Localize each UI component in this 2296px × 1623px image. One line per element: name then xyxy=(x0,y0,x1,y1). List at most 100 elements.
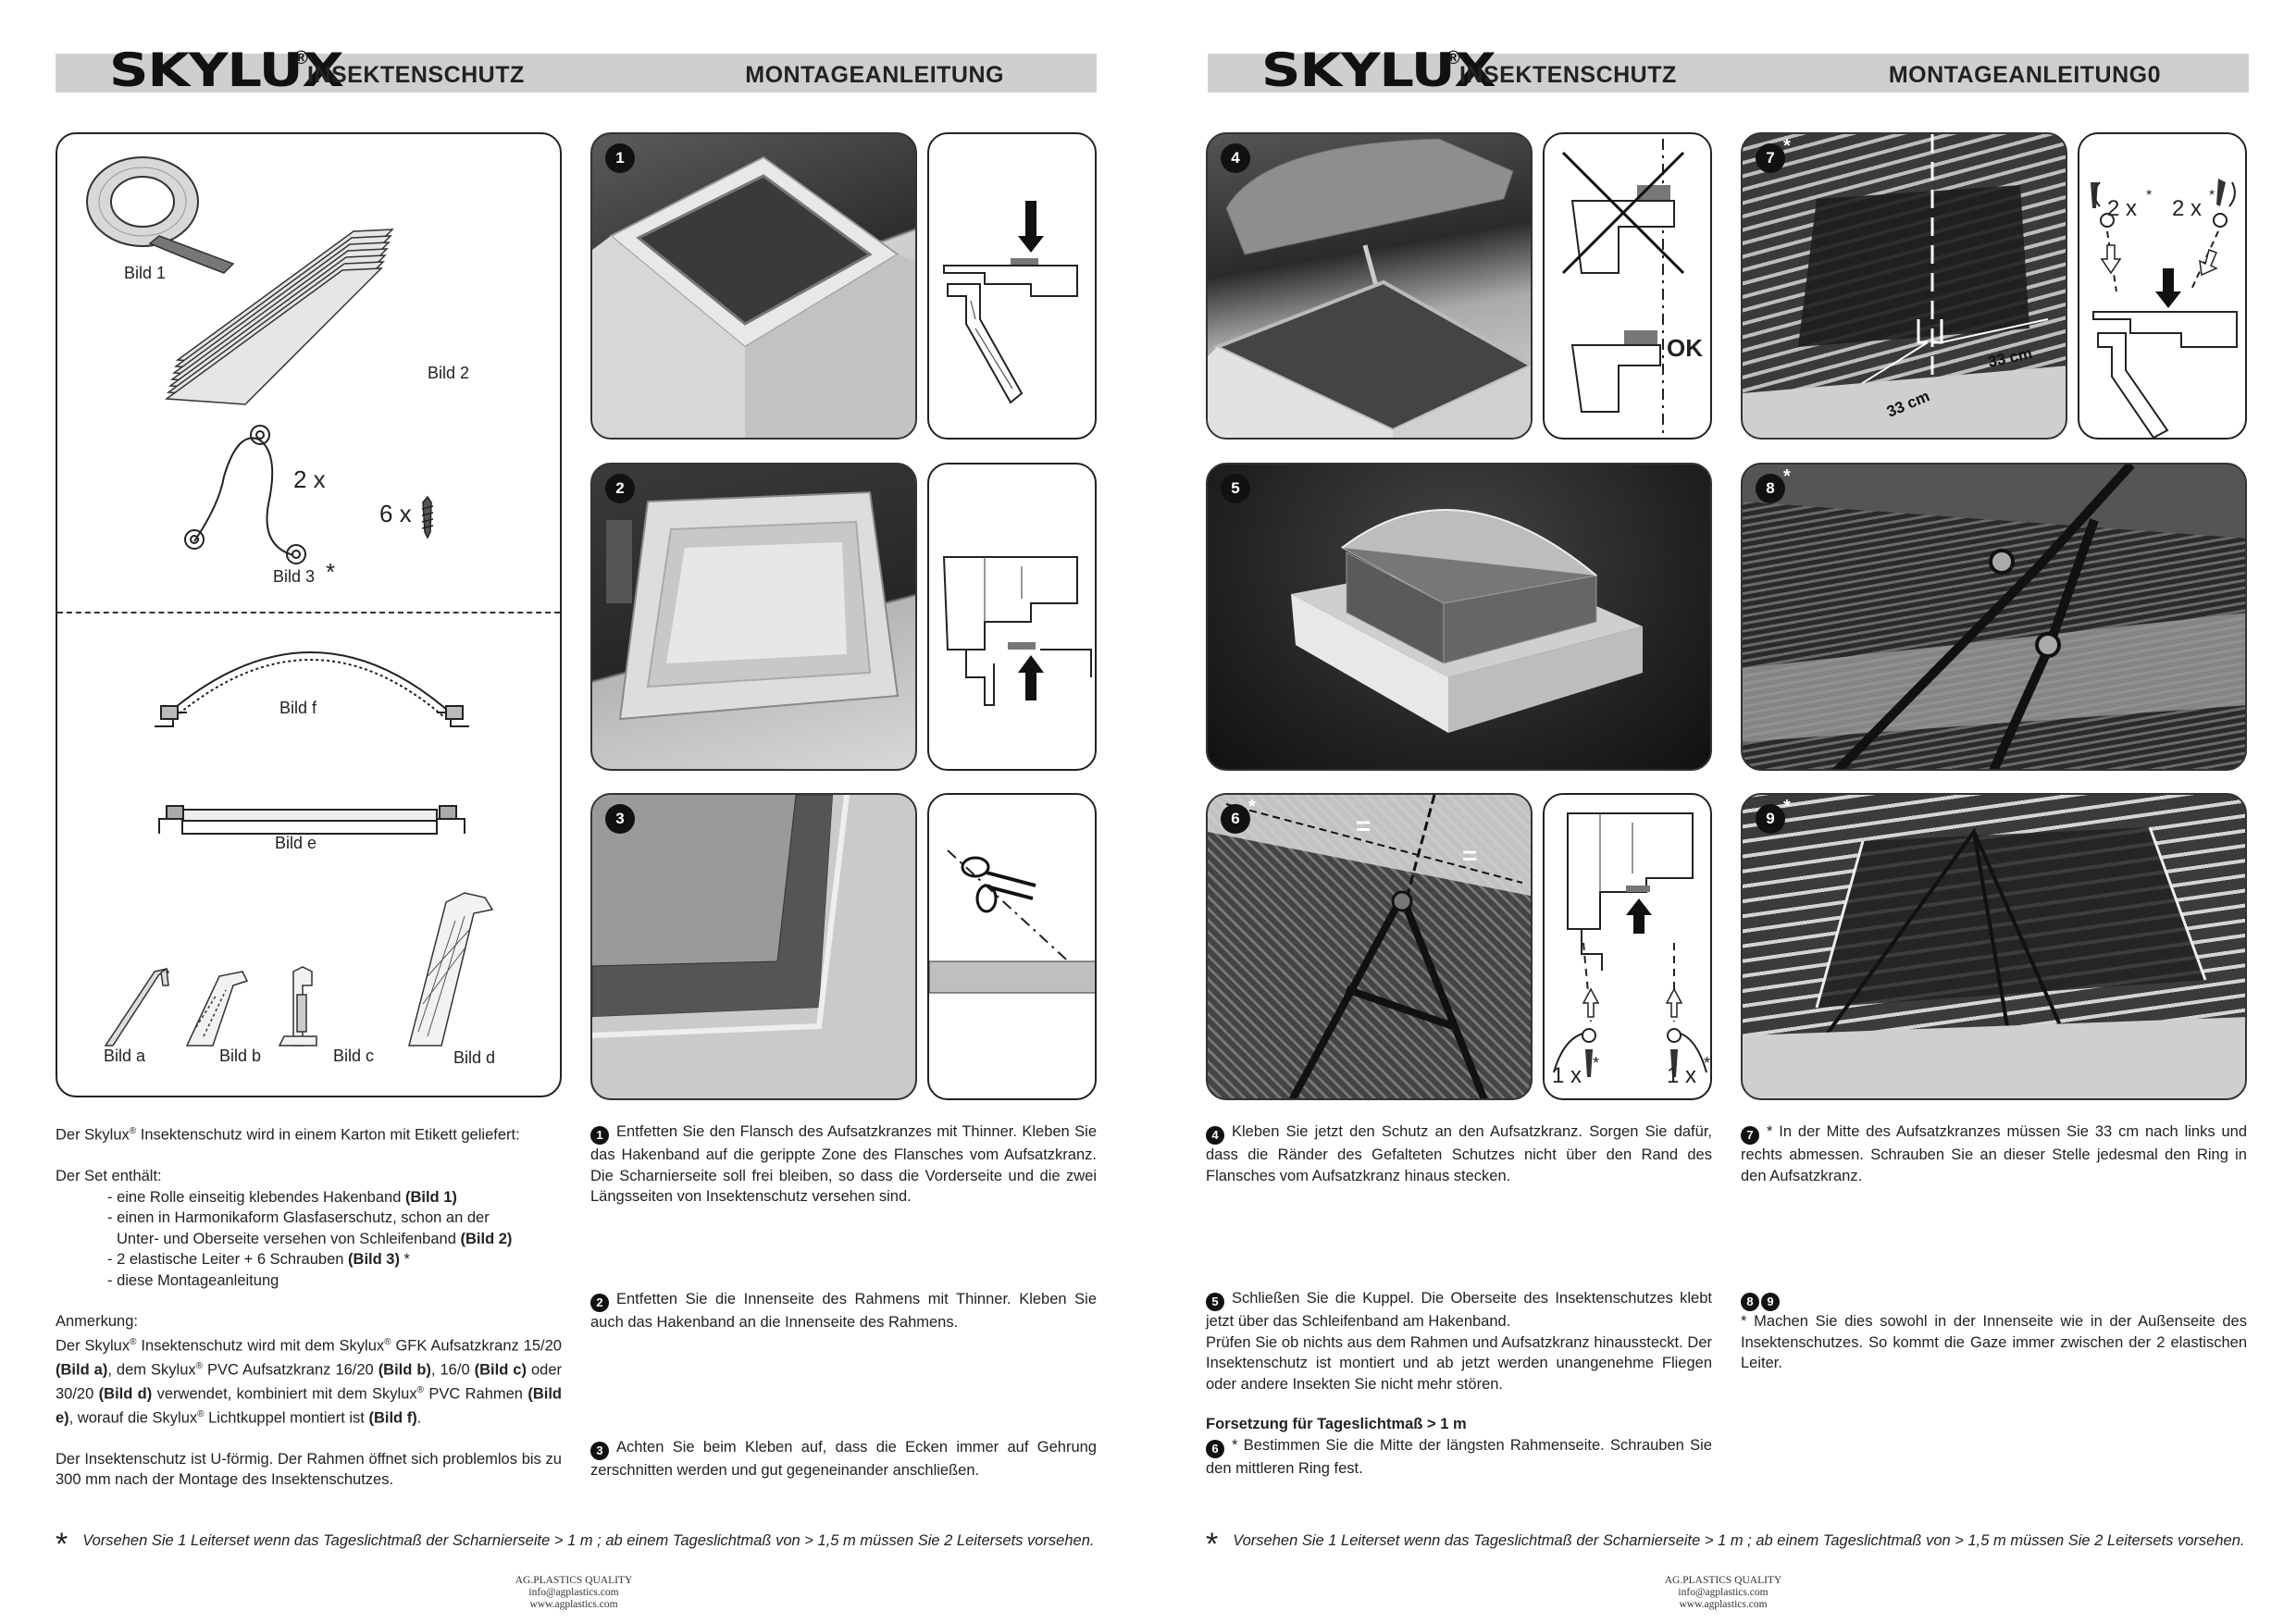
u-shape-text: Der Insektenschutz ist U-förmig. Der Rah… xyxy=(56,1450,562,1489)
intro-item4: - diese Montageanleitung xyxy=(107,1271,279,1289)
label-bildd: Bild d xyxy=(453,1048,496,1067)
header-title: MONTAGEANLEITUNG xyxy=(745,62,1004,88)
scissors-icon xyxy=(961,856,1036,913)
step4-bullet: 4 xyxy=(1206,1126,1224,1145)
intro-item3-ref: (Bild 3) xyxy=(348,1251,400,1268)
intro-line1-b: Insektenschutz wird in einem Karton mit … xyxy=(136,1126,520,1144)
label-bilda: Bild a xyxy=(104,1047,146,1065)
diagram-step6: 1 x * 1 x * xyxy=(1543,793,1712,1100)
parts-illustration xyxy=(86,156,494,1047)
step6-star: * xyxy=(1248,797,1256,817)
step-badge-2: 2 xyxy=(605,474,635,503)
instruction-5b: Prüfen Sie ob nichts aus dem Rahmen und … xyxy=(1206,1333,1712,1393)
label-bild3-star: * xyxy=(326,558,336,586)
step8-star: * xyxy=(1783,466,1791,487)
note-title: Anmerkung: xyxy=(56,1313,138,1330)
diagram-step3 xyxy=(927,793,1097,1100)
step-badge-4: 4 xyxy=(1221,143,1250,173)
photo-step2: 2 xyxy=(590,463,917,771)
label-bild1: Bild 1 xyxy=(124,264,167,282)
step6-bullet: 6 xyxy=(1206,1439,1224,1458)
label-bildf: Bild f xyxy=(279,699,317,717)
step-badge-1: 1 xyxy=(605,143,635,173)
step8-bullet: 8 xyxy=(1741,1293,1759,1311)
step7-bullet: 7 xyxy=(1741,1126,1759,1145)
step9-bullet: 9 xyxy=(1761,1293,1780,1311)
brand-reg-mark-right: ® xyxy=(1446,48,1460,68)
brand-reg-mark: ® xyxy=(294,48,308,68)
intro-item1: - eine Rolle einseitig klebendes Hakenba… xyxy=(107,1188,405,1206)
step-badge-9: 9 xyxy=(1756,804,1785,834)
photo-step9: 9 * xyxy=(1741,793,2247,1100)
dome-profile-icon xyxy=(155,651,469,727)
instruction-6: Forsetzung für Tageslichtmaß > 1 m 6* Be… xyxy=(1206,1416,1712,1477)
profile-d-icon xyxy=(408,892,494,1047)
header-title-right: MONTAGEANLEITUNG0 xyxy=(1888,62,2161,88)
intro-item2b: Unter- und Oberseite versehen von Schlei… xyxy=(117,1230,461,1247)
label-qty-ladder: 2 x xyxy=(293,465,326,493)
header-bar-left: SKYLUX ® INSEKTENSCHUTZ MONTAGEANLEITUNG xyxy=(56,44,1097,96)
note-text: Der Skylux® Insektenschutz wird mit dem … xyxy=(56,1336,563,1427)
parts-box: Bild 1 Bild 2 2 x 6 x Bild 3 * Bild f Bi… xyxy=(56,132,562,1097)
accordion-screen-icon xyxy=(164,229,394,405)
step-badge-5: 5 xyxy=(1221,474,1250,503)
instruction-6-heading: Forsetzung für Tageslichtmaß > 1 m xyxy=(1206,1416,1467,1432)
photo-step8: 8 * xyxy=(1741,463,2247,771)
photo-step1: 1 xyxy=(590,132,917,440)
diagram-step1 xyxy=(927,132,1097,440)
ok-label: OK xyxy=(1667,334,1703,362)
profile-c-icon xyxy=(278,966,317,1047)
intro-set-title: Der Set enthält: xyxy=(56,1168,162,1184)
diagram-step7: 2 x * 2 x * xyxy=(2078,132,2247,440)
instruction-8-9-text: * Machen Sie dies sowohl in der Innensei… xyxy=(1741,1313,2247,1371)
qty-2x-left-star: * xyxy=(2146,188,2153,204)
profile-b-icon xyxy=(185,971,249,1047)
page-right: SKYLUX ® INSEKTENSCHUTZ MONTAGEANLEITUNG… xyxy=(1148,0,2295,1623)
header-product-right: INSEKTENSCHUTZ xyxy=(1459,62,1677,88)
footnote-right: *Vorsehen Sie 1 Leiterset wenn das Tages… xyxy=(1206,1527,2245,1562)
step9-star: * xyxy=(1783,797,1791,817)
label-bilde: Bild e xyxy=(275,834,317,852)
intro-line1-a: Der Skylux xyxy=(56,1126,130,1144)
intro-item3-star: * xyxy=(399,1251,410,1268)
step2-bullet: 2 xyxy=(590,1294,609,1312)
diagram-step2 xyxy=(927,463,1097,771)
photo-step7: 33 cm 33 cm 7 * xyxy=(1741,132,2067,440)
label-bild2: Bild 2 xyxy=(428,364,470,382)
brand-logo: SKYLUX xyxy=(109,43,344,97)
frame-profile-icon xyxy=(158,805,465,835)
footnote-left: *Vorsehen Sie 1 Leiterset wenn das Tages… xyxy=(56,1527,1095,1562)
qty-left-star: * xyxy=(1593,1054,1600,1072)
intro-item2-ref: (Bild 2) xyxy=(460,1230,513,1247)
step3-bullet: 3 xyxy=(590,1442,609,1460)
qty-right-star: * xyxy=(1704,1054,1711,1072)
screw-icon xyxy=(421,495,434,539)
step-badge-8: 8 xyxy=(1756,474,1785,503)
intro-item1-ref: (Bild 1) xyxy=(404,1188,457,1206)
step5-bullet: 5 xyxy=(1206,1293,1224,1311)
step-badge-3: 3 xyxy=(605,804,635,834)
label-qty-screws: 6 x xyxy=(379,500,412,527)
elastic-ladder-icon xyxy=(184,425,306,564)
intro-item3: - 2 elastische Leiter + 6 Schrauben xyxy=(107,1251,349,1268)
photo-step4: 4 xyxy=(1206,132,1533,440)
step7-star: * xyxy=(1783,136,1791,156)
qty-left-ring: 1 x xyxy=(1552,1063,1582,1088)
tape-roll-icon xyxy=(86,156,235,274)
qty-2x-left: 2 x xyxy=(2107,196,2138,221)
brand-logo-right: SKYLUX xyxy=(1261,43,1496,97)
label-bildc: Bild c xyxy=(333,1047,375,1065)
diagram-step4: OK xyxy=(1543,132,1712,440)
eq-mark-left: = xyxy=(1356,812,1371,840)
step-badge-6: 6 xyxy=(1221,804,1250,834)
header-bar-right: SKYLUX ® INSEKTENSCHUTZ MONTAGEANLEITUNG… xyxy=(1208,44,2249,96)
step-badge-7: 7 xyxy=(1756,143,1785,173)
label-bildb: Bild b xyxy=(219,1047,262,1065)
photo-step3: 3 xyxy=(590,793,917,1100)
